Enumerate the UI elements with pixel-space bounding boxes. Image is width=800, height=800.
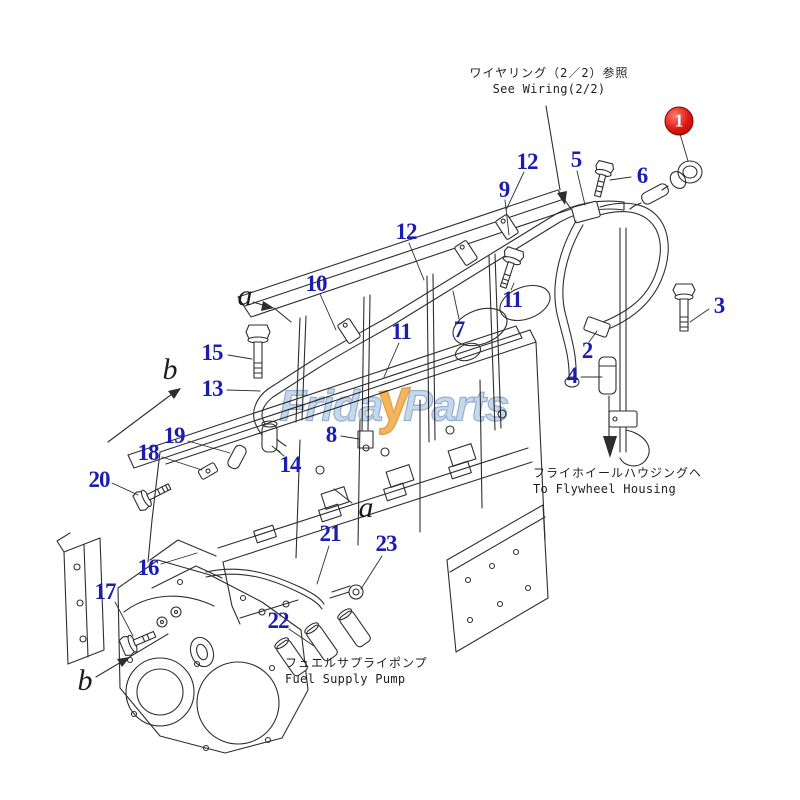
callout-20-20: 20 xyxy=(88,467,111,492)
callout-8-6: 8 xyxy=(325,422,337,447)
view-letter-a-2: a xyxy=(358,491,374,524)
gear-cover xyxy=(117,539,309,754)
highlighted-callout-1: 1 xyxy=(664,106,694,136)
callout-16-16: 16 xyxy=(137,555,160,580)
callout-12-12: 12 xyxy=(395,219,418,244)
callout-22-22: 22 xyxy=(267,608,290,633)
callout-12-11: 12 xyxy=(516,149,539,174)
callout-13-13: 13 xyxy=(201,376,224,401)
callout-6-4: 6 xyxy=(636,163,648,188)
fuel-pump-jp: フュエルサプライポンプ xyxy=(285,656,428,670)
wiring-reference-en: See Wiring(2/2) xyxy=(492,81,606,96)
fuel-pump-note: フュエルサプライポンプ Fuel Supply Pump xyxy=(285,656,428,688)
left-bracket xyxy=(56,532,223,665)
leader-lines xyxy=(111,133,710,647)
flywheel-housing-jp: フライホイールハウジングヘ xyxy=(533,466,703,480)
callout-11-9: 11 xyxy=(502,287,523,312)
cylinder-head-rails xyxy=(127,325,523,469)
callout-7-5: 7 xyxy=(453,317,465,342)
fuel-pump xyxy=(205,568,371,677)
wiring-reference-note: ワイヤリング（2／2）参照 See Wiring(2/2) xyxy=(469,66,628,98)
flywheel-housing-en: To Flywheel Housing xyxy=(533,481,676,496)
wiring-reference-jp: ワイヤリング（2／2）参照 xyxy=(469,66,629,80)
bolts xyxy=(118,159,696,656)
engine-block xyxy=(147,329,549,653)
callout-17-17: 17 xyxy=(94,579,117,604)
callout-10-8: 10 xyxy=(305,271,328,296)
fuel-pump-en: Fuel Supply Pump xyxy=(285,671,406,686)
flywheel-housing-note: フライホイールハウジングヘ To Flywheel Housing xyxy=(533,466,702,498)
right-hoses xyxy=(554,202,669,467)
callout-14-14: 14 xyxy=(279,452,302,477)
section-arrows xyxy=(95,105,617,678)
callout-11-10: 11 xyxy=(391,319,412,344)
watermark-part3: Parts xyxy=(403,381,510,431)
callout-15-15: 15 xyxy=(201,340,224,365)
valve-cover-panel xyxy=(237,189,572,318)
view-letter-b-3: b xyxy=(77,664,93,697)
callout-4-2: 4 xyxy=(566,363,578,388)
callout-3-1: 3 xyxy=(713,293,725,318)
watermark-logo: FridayParts xyxy=(279,366,510,436)
view-letter-b-1: b xyxy=(162,353,178,386)
view-letter-a-0: a xyxy=(237,279,253,312)
callout-9-7: 9 xyxy=(498,177,510,202)
callout-2-0: 2 xyxy=(581,338,593,363)
callout-18-18: 18 xyxy=(137,440,160,465)
callout-19-19: 19 xyxy=(163,423,186,448)
watermark-part1: Frida xyxy=(279,381,384,431)
callout-5-3: 5 xyxy=(570,147,582,172)
callout-21-21: 21 xyxy=(319,521,342,546)
sensor-assembly xyxy=(629,160,703,210)
callout-23-23: 23 xyxy=(375,531,398,556)
